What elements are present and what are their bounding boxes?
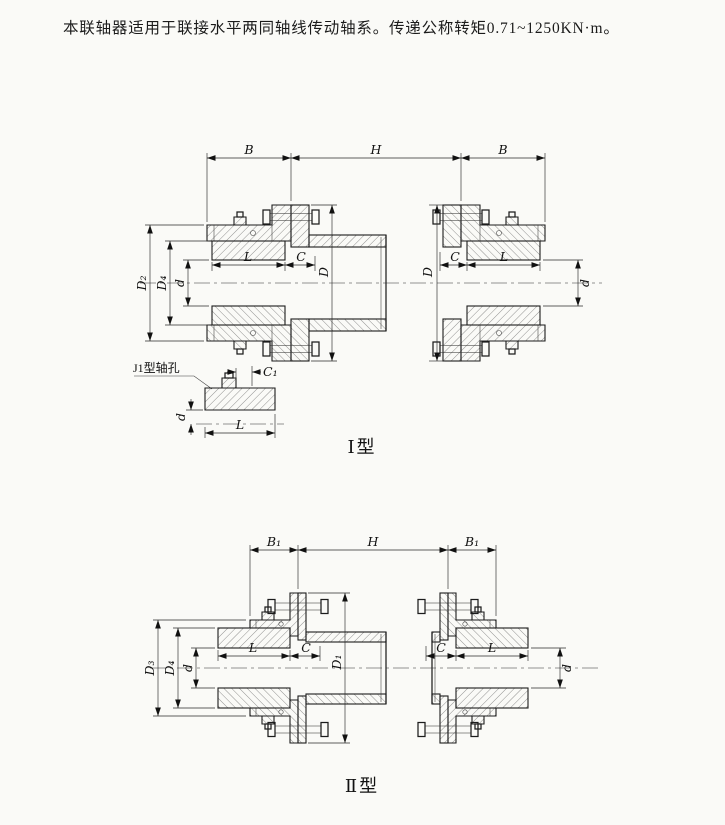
fig1-dim-L-right: L [499,249,508,264]
detail-title: J1型轴孔 [133,360,180,375]
fig1-plug-cap [236,211,244,218]
fig1-flange-bolt [262,209,320,225]
fig1-dim-C-left: C [296,249,306,264]
fig2-dim-D1: D₁ [329,654,344,670]
fig2-dim-C-left: C [301,640,311,655]
fig2-dim-C-right: C [436,640,446,655]
fig1-dim-B-left: B [243,142,253,157]
fig2-bolt-hole-icon [278,621,284,627]
fig1-upper-half [206,204,546,283]
fig2-dim-d-right: d [559,664,574,672]
fig2-dim-L-right: L [487,640,496,655]
intro-text: 本联轴器适用于联接水平两同轴线传动轴系。传递公称转矩0.71~1250KN·m。 [63,20,620,37]
fig1-lube-plug [233,216,247,226]
fig1-dim-B-right: B [497,142,507,157]
fig2-dim-B1-left: B₁ [266,534,281,549]
fig2-dimensions: B₁ H B₁ D₃ D₄ d [142,534,574,744]
fig2-dim-d-left: d [180,664,195,672]
fig1-dimensions: B H B D₂ D₄ d [134,142,592,362]
figure2-type-II: B₁ H B₁ D₃ D₄ d [142,534,600,797]
detail-dim-L: L [235,417,244,432]
fig2-dim-H: H [367,534,380,549]
fig2-dim-D4: D₄ [162,660,177,676]
fig1-dim-D-right: D [420,267,435,278]
fig2-spacer-flange-section [297,592,307,641]
fig1-j1-bore-detail: J1型轴孔 C₁ d L [133,360,284,438]
fig1-hub-section [211,240,286,261]
fig1-sleeve-section [206,204,292,242]
detail-dim-d: d [173,413,188,421]
figure2-caption: Ⅱ型 [345,776,379,797]
fig1-dim-D4: D₄ [154,275,169,291]
fig1-break-lines [380,235,387,283]
detail-boss-section [221,377,237,389]
fig2-dim-B1-right: B₁ [464,534,479,549]
fig1-dim-D2: D₂ [134,275,149,291]
fig1-dim-D-left: D [316,267,331,278]
fig2-left-side [217,592,329,649]
fig1-dim-d-right: d [577,279,592,287]
fig1-dim-C-right: C [450,249,460,264]
fig2-flange-bolt [267,598,329,615]
fig1-left-side [206,204,320,261]
fig2-spacer-tube-section [305,631,387,643]
fig2-upper-half [217,592,529,668]
fig1-dim-d-left: d [172,279,187,287]
fig1-bolt-hole-icon [250,230,256,236]
fig1-dim-H: H [370,142,383,157]
fig1-dim-L-left: L [243,249,252,264]
figure1-caption: Ⅰ型 [347,437,376,458]
fig1-spacer-tube-section [308,234,387,248]
detail-dim-C1: C₁ [263,364,278,379]
fig2-dim-L-left: L [248,640,257,655]
detail-hub-section [204,387,276,411]
fig1-spacer-flange-section [290,204,310,248]
fig2-dim-D3: D₃ [142,660,157,676]
fig2-hub-section [217,627,291,649]
fig2-break-lines [380,631,441,668]
figure1-type-I: B H B D₂ D₄ d [133,142,602,458]
